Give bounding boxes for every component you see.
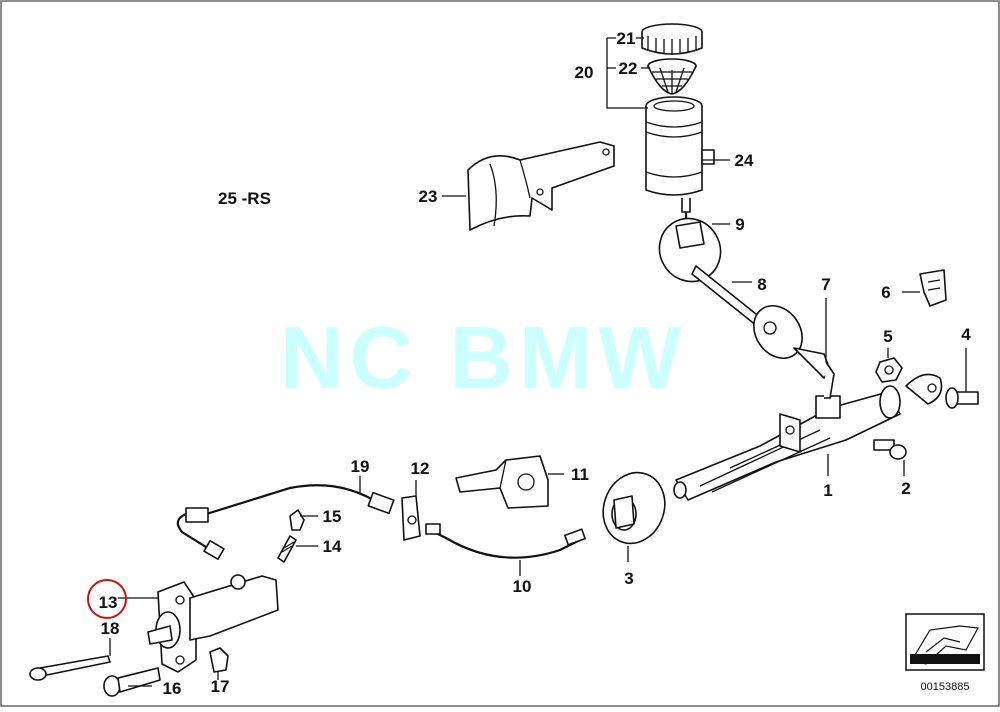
watermark: NC BMW	[280, 308, 687, 407]
master-cylinder	[673, 361, 901, 501]
clutch-hose	[425, 523, 586, 559]
callout-9: 9	[735, 215, 744, 234]
callout-1: 1	[823, 481, 832, 500]
callout-5: 5	[883, 327, 892, 346]
callout-11: 11	[571, 465, 589, 484]
hose-bracket	[455, 455, 549, 509]
callout-10: 10	[513, 577, 532, 596]
callout-12: 12	[411, 459, 430, 478]
callout-8: 8	[757, 275, 766, 294]
callout-14: 14	[323, 537, 342, 556]
spring-clip	[919, 269, 947, 307]
rubber-boot	[602, 471, 666, 545]
callout-15: 15	[323, 507, 342, 526]
reservoir-cap	[641, 23, 703, 55]
callout-24: 24	[735, 151, 754, 170]
hex-nut	[875, 357, 903, 383]
reservoir-hose-boot	[658, 212, 722, 283]
callout-leaders-reservoir	[636, 37, 730, 161]
slave-nut	[209, 647, 229, 673]
group-label: 25 -RS	[218, 189, 271, 208]
callout-20: 20	[575, 63, 594, 82]
callout-22: 22	[619, 59, 638, 78]
reference-icon	[905, 613, 985, 671]
callout-21: 21	[617, 29, 636, 48]
callout-23: 23	[419, 187, 438, 206]
callout-16: 16	[163, 679, 182, 698]
hose-clip	[401, 495, 421, 541]
callout-4: 4	[961, 325, 971, 344]
reference-code: 00153885	[921, 681, 970, 693]
callout-19: 19	[351, 457, 370, 476]
slave-cylinder	[147, 574, 279, 673]
callout-7: 7	[821, 275, 830, 294]
slave-pushrod	[29, 655, 111, 681]
bleeder-screw	[277, 535, 297, 563]
slave-bolt	[103, 667, 161, 697]
callout-2: 2	[901, 479, 910, 498]
callout-18: 18	[101, 619, 120, 638]
callout-13-highlight	[87, 579, 127, 619]
callout-3: 3	[624, 569, 633, 588]
mounting-bolt	[873, 439, 907, 460]
fluid-reservoir	[645, 96, 715, 213]
callout-6: 6	[881, 283, 890, 302]
callout-bracket-20	[606, 37, 648, 109]
callout-17: 17	[211, 677, 230, 696]
bleeder-cap	[289, 509, 305, 531]
callout-13: 13	[99, 593, 118, 612]
reservoir-strainer	[647, 58, 697, 95]
clevis-bolt	[905, 373, 979, 409]
hydraulic-line	[176, 484, 395, 560]
reservoir-bracket	[467, 141, 615, 231]
